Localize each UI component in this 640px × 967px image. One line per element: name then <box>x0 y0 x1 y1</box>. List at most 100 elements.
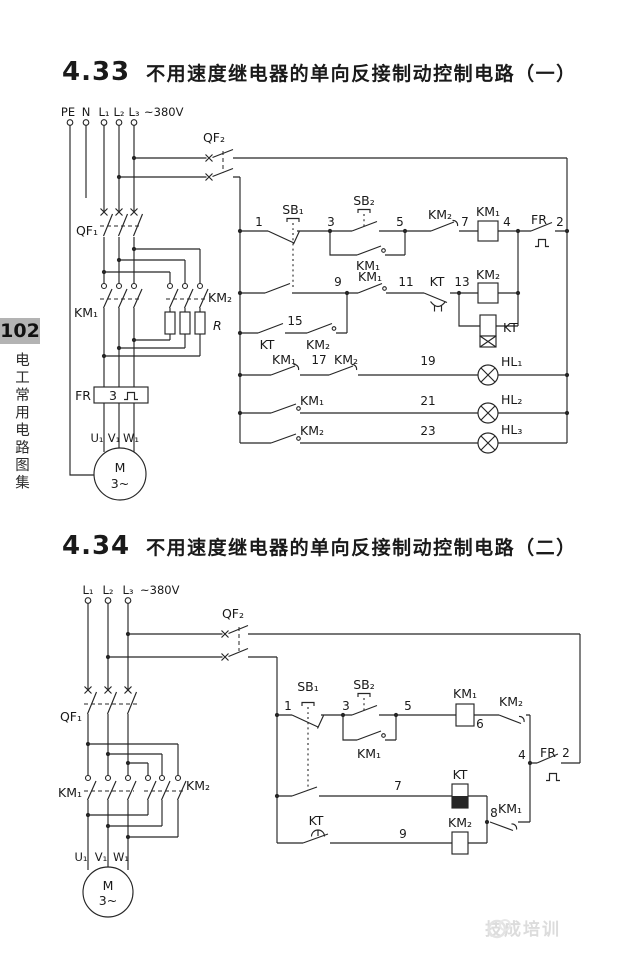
d2-kt-coil <box>451 783 469 809</box>
d2-sb2-label: SB₂ <box>353 677 375 692</box>
d2-km2-nc-label: KM₂ <box>499 694 523 709</box>
d2-no-contact-pivot <box>381 733 386 738</box>
d1-braking-resistors: R <box>164 311 222 335</box>
d2-node-1: 1 <box>284 699 292 713</box>
d2-kt-coil-label: KT <box>453 767 468 782</box>
d1-kt-coil <box>479 314 497 348</box>
d1-km-blades <box>102 288 209 309</box>
d1-kt-delay-icon <box>430 301 446 312</box>
d1-node-17: 17 <box>311 353 326 367</box>
d2-km1-coil <box>455 703 475 727</box>
d1-node-5: 5 <box>396 215 404 229</box>
d1-km2-main-label: KM₂ <box>208 290 232 305</box>
d2-node-4: 4 <box>518 748 526 762</box>
d1-node-23: 23 <box>420 424 435 438</box>
d1-node-19: 19 <box>420 354 435 368</box>
d2-x-marks <box>84 630 229 694</box>
diagram-4-34: L₁ L₂ L₃ ~380V QF₂ QF₁ KM₁ KM₂ <box>58 583 581 918</box>
d2-w1-label: W₁ <box>113 850 129 864</box>
d1-fr-poles: 3 <box>109 388 117 403</box>
d2-label-voltage: ~380V <box>140 583 180 597</box>
d1-kt-no-label: KT <box>260 337 275 352</box>
d1-hl1-label: HL₁ <box>501 354 522 369</box>
d1-node-11: 11 <box>398 275 413 289</box>
d1-fr-overload: FR 3 <box>75 386 149 404</box>
d1-label-l3: L₃ <box>128 105 139 119</box>
d2-main-contacts: KM₁ KM₂ <box>58 774 210 801</box>
d2-control-wires <box>277 714 580 844</box>
section-title-text: 不用速度继电器的单向反接制动控制电路（一） <box>146 63 577 85</box>
d1-kt-coil-label: KT <box>503 320 518 335</box>
section-number: 4.33 <box>62 57 131 87</box>
d1-control-labels: 1 SB₁ 3 SB₂ 5 KM₂ 7 KM₁ 4 FR 2 KM₁ 9 KM₁… <box>255 193 564 438</box>
d2-junction-dots <box>85 631 533 840</box>
d1-sb2-head-icon <box>357 208 371 213</box>
d1-node-15: 15 <box>287 314 302 328</box>
d2-node-5: 5 <box>404 699 412 713</box>
d1-qf1-blades <box>102 213 144 237</box>
d1-km1-r5-label: KM₁ <box>300 393 324 408</box>
d1-node-13: 13 <box>454 275 469 289</box>
book-title-vertical: 电工常用电路图集 <box>13 352 29 492</box>
d2-km2-coil <box>451 831 469 855</box>
d2-qf1-label: QF₁ <box>60 709 82 724</box>
d1-node-9: 9 <box>334 275 342 289</box>
d2-u1-label: U₁ <box>74 850 87 864</box>
d1-fr-heater-icon <box>124 391 138 401</box>
d1-node-1: 1 <box>255 215 263 229</box>
d2-motor-phase: 3~ <box>99 893 117 908</box>
d2-motor-label: M <box>103 878 114 893</box>
d2-nc-hooks <box>511 715 525 830</box>
d1-hl2-label: HL₂ <box>501 392 522 407</box>
d1-km2-r6-label: KM₂ <box>300 423 324 438</box>
d2-node-9: 9 <box>399 827 407 841</box>
d2-kt-delay-icon <box>310 829 326 837</box>
d1-label-voltage: ~380V <box>144 105 184 119</box>
d1-km2-no-label: KM₂ <box>306 337 330 352</box>
d1-power-wires <box>69 125 201 476</box>
d1-label-l2: L₂ <box>113 105 124 119</box>
d1-motor: M 3~ U₁ V₁ W₁ <box>90 431 147 501</box>
d1-label-pe: PE <box>61 105 75 119</box>
watermark: 技成培训 <box>485 915 561 940</box>
d1-km1-coil-label: KM₁ <box>476 204 500 219</box>
d2-node-6: 6 <box>476 717 484 731</box>
d1-node-7: 7 <box>461 215 469 229</box>
d1-qf1-label: QF₁ <box>76 223 98 238</box>
d1-node-2: 2 <box>556 215 564 229</box>
d2-qf1-breaker: QF₁ <box>60 691 138 724</box>
d2-km1-seal-label: KM₁ <box>357 746 381 761</box>
d1-motor-label: M <box>115 460 126 475</box>
d2-sb1-head-icon <box>301 701 315 706</box>
d2-sb1-label: SB₁ <box>297 679 319 694</box>
d2-sb2-head-icon <box>357 692 371 697</box>
d2-kt-contact-label: KT <box>309 813 324 828</box>
d1-fr-contact-icon <box>535 238 549 248</box>
d1-qf1-breaker: QF₁ <box>76 213 144 238</box>
d1-km2-nc-label: KM₂ <box>428 207 452 222</box>
d1-hl3-label: HL₃ <box>501 422 522 437</box>
diagram-4-33: PE N L₁ L₂ L₃ ~380V QF₂ QF₁ <box>61 105 570 501</box>
d1-km2-coil-label: KM₂ <box>476 267 500 282</box>
d2-fr-contact-label: FR <box>540 745 556 760</box>
section-4-34-title: 4.34 不用速度继电器的单向反接制动控制电路（二） <box>62 531 577 561</box>
d2-fr-contact-icon <box>546 772 560 782</box>
d2-km1-nc-label: KM₁ <box>498 801 522 816</box>
section-4-33-title: 4.33 不用速度继电器的单向反接制动控制电路（一） <box>62 57 577 87</box>
d1-fr-contact-label: FR <box>531 212 547 227</box>
d2-node-7: 7 <box>394 779 402 793</box>
d1-sb1-head-icon <box>286 217 300 222</box>
d1-supply-terminals: PE N L₁ L₂ L₃ ~380V <box>61 105 184 126</box>
d1-u1-label: U₁ <box>90 431 103 445</box>
d1-w1-label: W₁ <box>123 431 139 445</box>
d1-nc-hooks <box>293 219 459 371</box>
d1-control-blades <box>257 220 553 444</box>
d2-label-l1: L₁ <box>82 583 93 597</box>
d1-x-marks <box>100 154 213 216</box>
d1-km1-seal-label: KM₁ <box>356 258 380 273</box>
d1-qf2-and-rails <box>119 148 568 443</box>
d2-motor: M 3~ U₁ V₁ W₁ <box>74 850 134 918</box>
d1-km1-r4-label: KM₁ <box>272 352 296 367</box>
d2-qf2-label: QF₂ <box>222 606 244 621</box>
